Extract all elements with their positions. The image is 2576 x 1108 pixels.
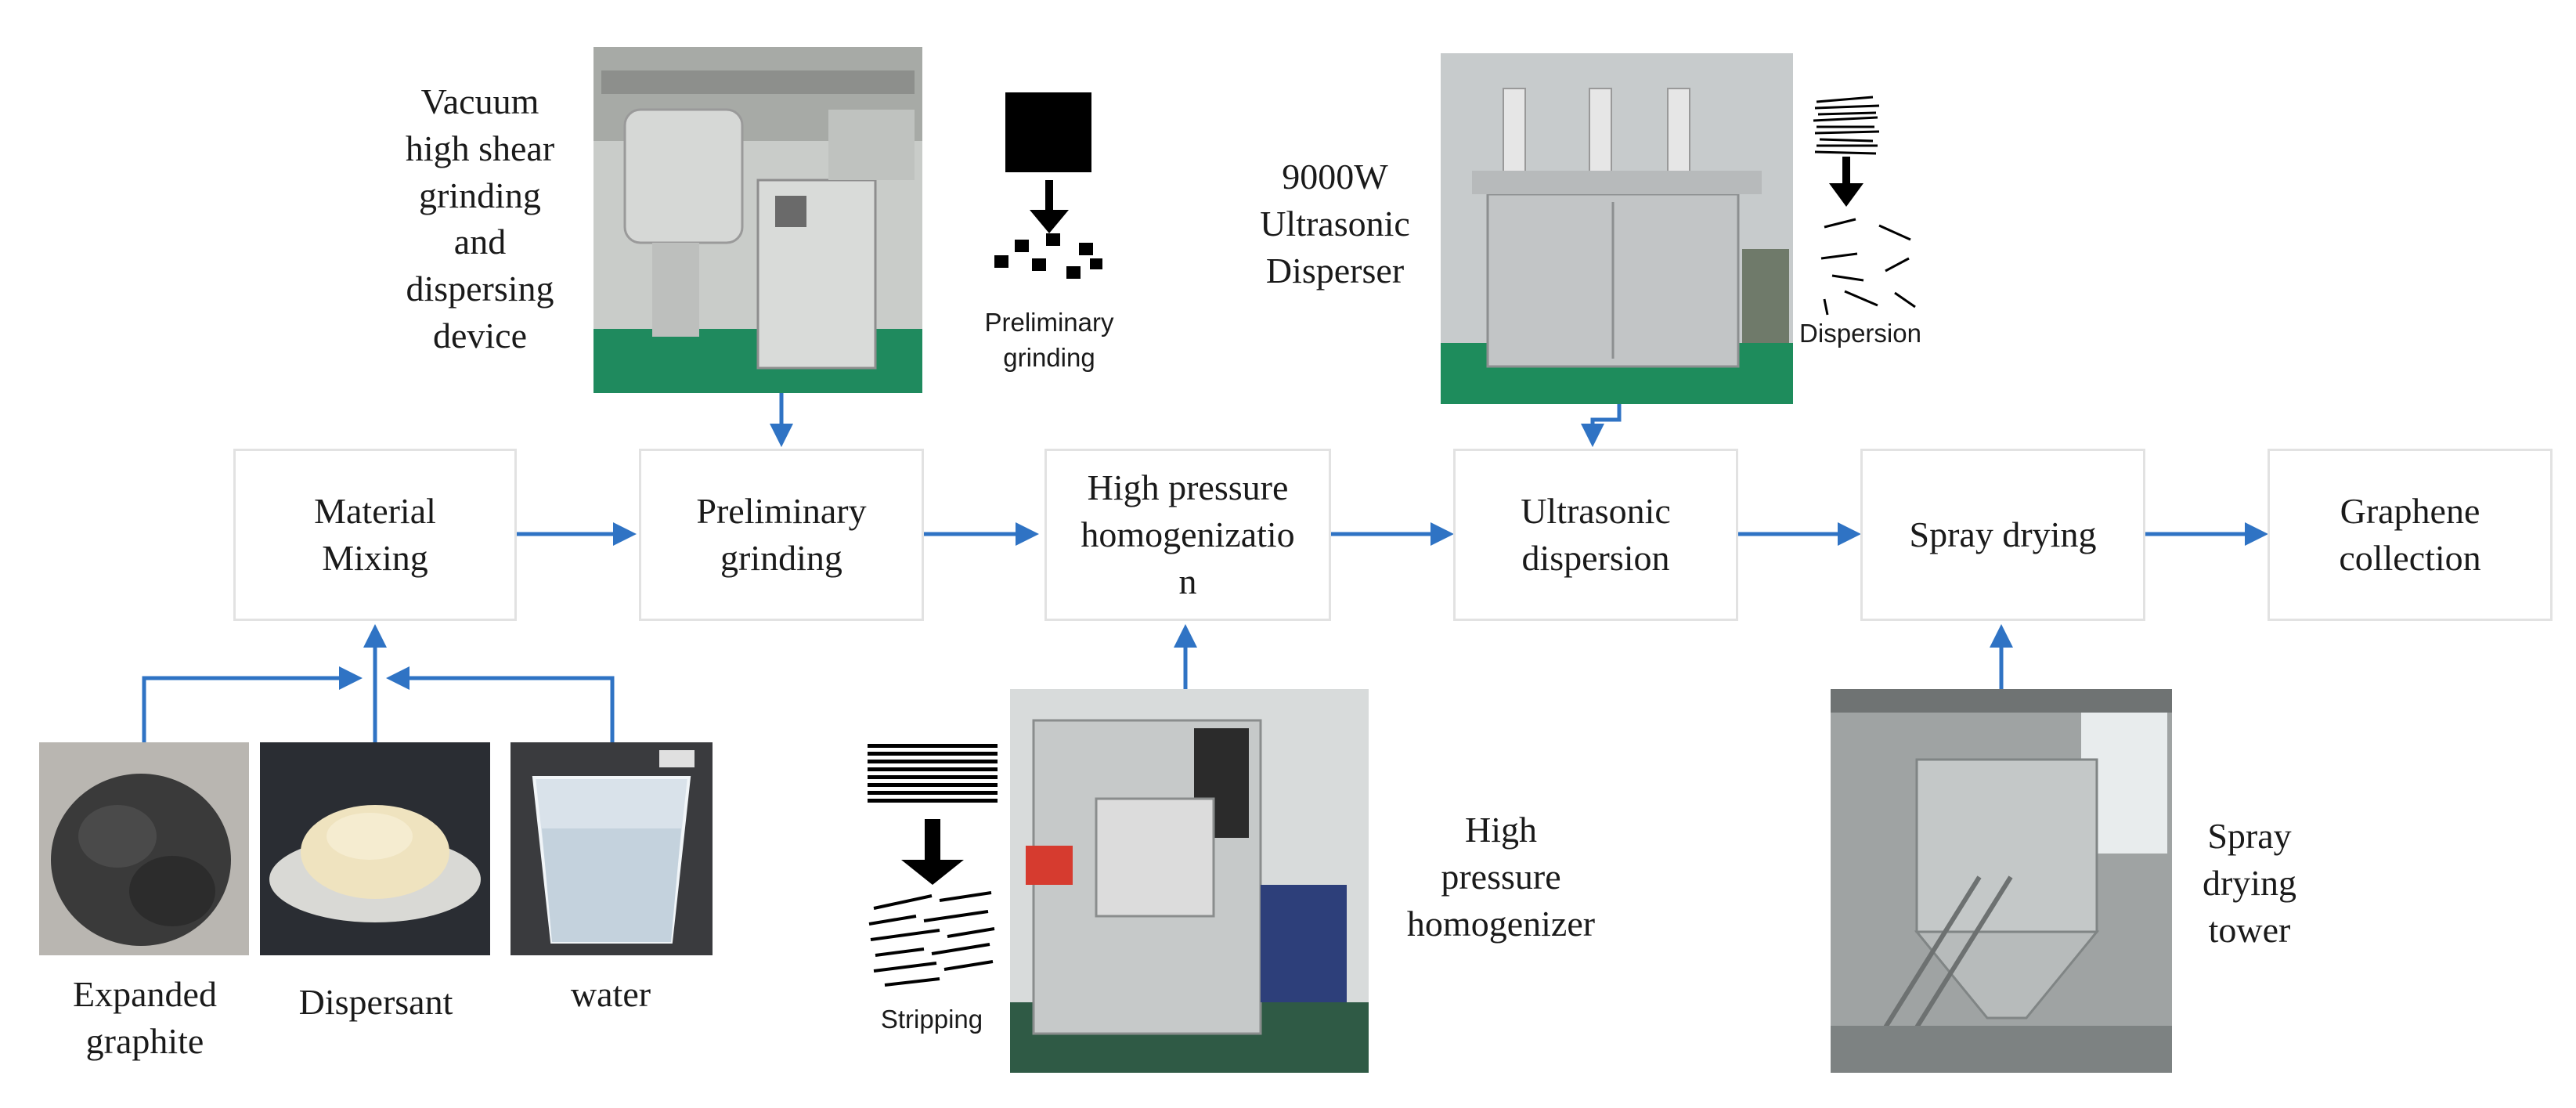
dispersion-icon-label: Dispersion — [1799, 319, 1921, 348]
shear-device-label: Vacuum high shear grinding and dispersin… — [405, 81, 555, 355]
drying-tower-label: Spray drying tower — [2202, 816, 2297, 950]
grinding-icon-label: Preliminary grinding — [984, 308, 1114, 372]
dispersant-label: Dispersant — [298, 982, 453, 1022]
expanded-graphite-photo — [39, 742, 249, 955]
step-graphene-collection-label: Graphene collection — [2339, 491, 2481, 578]
vacuum-shear-device-photo — [593, 47, 922, 393]
dispersion-arrowhead — [1829, 183, 1863, 207]
spray-drying-tower-photo — [1831, 689, 2172, 1073]
arrow-water-to-mixing — [386, 666, 615, 742]
stripping-icon-label: Stripping — [880, 1005, 983, 1034]
water-photo — [511, 742, 713, 955]
stripping-pictogram — [868, 744, 998, 987]
ultrasonic-disperser-photo — [1441, 53, 1793, 404]
step-material-mixing-label: Material Mixing — [314, 491, 436, 578]
step-spray-drying-label: Spray drying — [1909, 514, 2097, 555]
grinding-pictogram — [994, 92, 1102, 279]
homogenizer-label: High pressure homogenizer — [1406, 810, 1596, 944]
step-preliminary-grinding-label: Preliminary grinding — [696, 491, 867, 578]
arrow-ultrasonic-to-dispersion — [1581, 404, 1622, 447]
ultrasonic-disperser-label: 9000W Ultrasonic Disperser — [1260, 157, 1410, 291]
step-high-pressure-homogenization: High pressure homogenizatio n — [1044, 449, 1331, 621]
step-homogenization-label: High pressure homogenizatio n — [1081, 467, 1295, 601]
dispersant-photo — [260, 742, 490, 955]
step-ultrasonic-dispersion: Ultrasonic dispersion — [1453, 449, 1738, 621]
step-preliminary-grinding: Preliminary grinding — [639, 449, 924, 621]
step-spray-drying: Spray drying — [1860, 449, 2145, 621]
step-material-mixing: Material Mixing — [233, 449, 517, 621]
step-ultrasonic-dispersion-label: Ultrasonic dispersion — [1521, 491, 1671, 578]
homogenizer-photo — [1010, 689, 1369, 1073]
step-graphene-collection: Graphene collection — [2268, 449, 2553, 621]
graphite-label: Expanded graphite — [73, 974, 217, 1061]
water-label: water — [570, 974, 651, 1014]
arrow-graphite-to-mixing — [142, 666, 363, 742]
dispersion-pictogram — [1813, 96, 1916, 316]
